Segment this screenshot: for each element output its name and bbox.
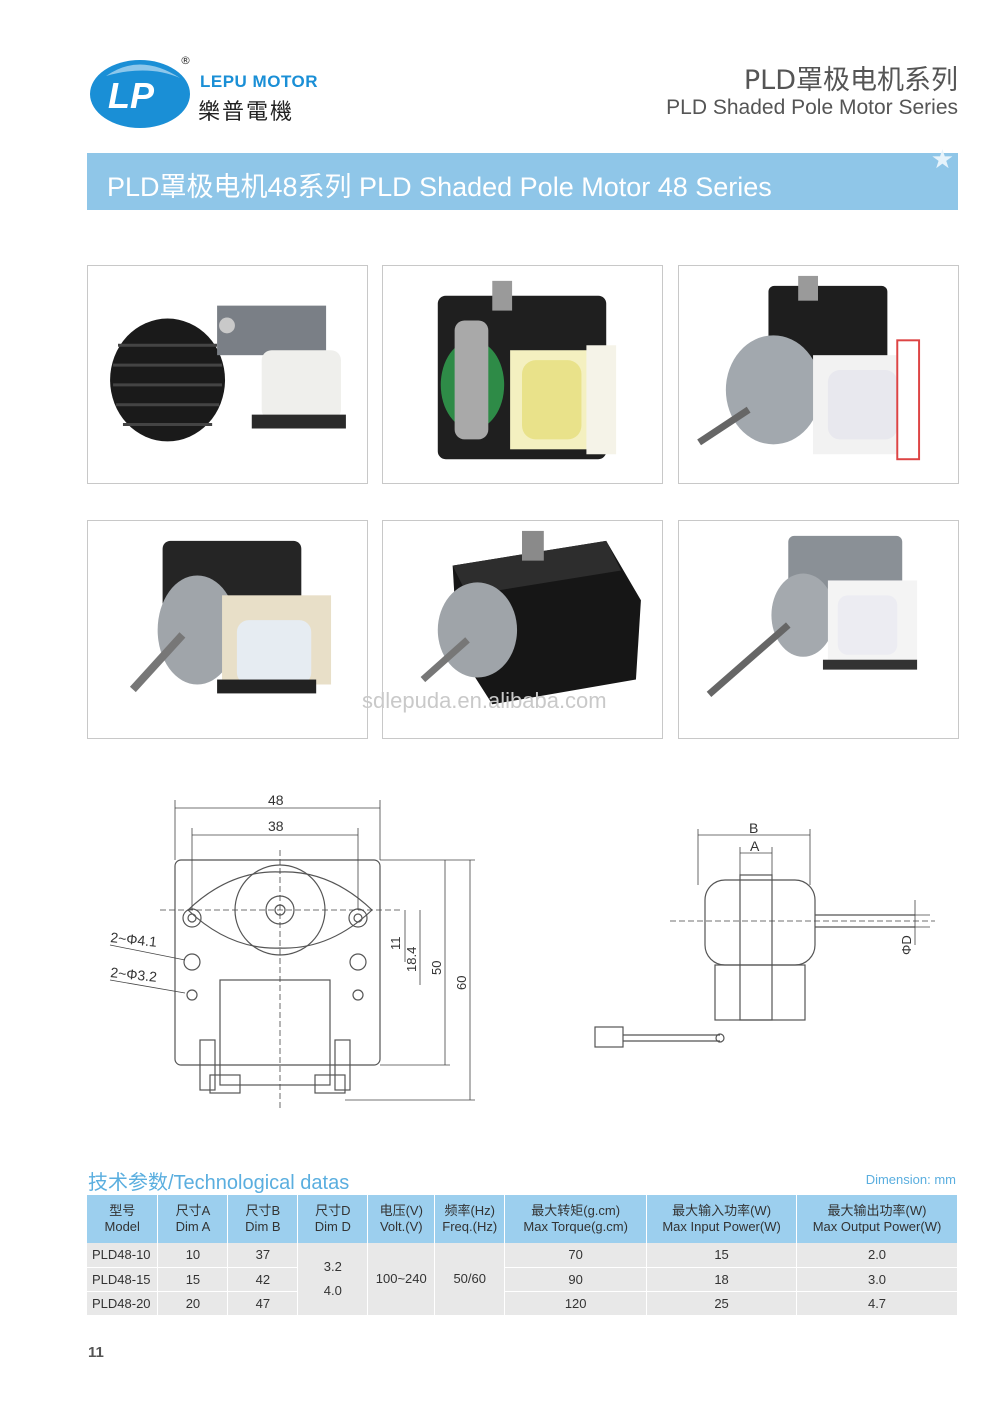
cell-dim-b: 47 (227, 1291, 299, 1316)
product-photo-6 (678, 520, 959, 739)
cell-model: PLD48-15 (87, 1267, 159, 1292)
table-row: PLD48-15 15 42 90 18 3.0 (87, 1267, 958, 1292)
cell-torque: 120 (504, 1291, 648, 1316)
cell-input-power: 15 (646, 1243, 798, 1268)
cell-output-power: 2.0 (796, 1243, 958, 1268)
cell-input-power: 18 (646, 1267, 798, 1292)
watermark-text: sdlepuda.en.alibaba.com (362, 688, 607, 713)
cell-model: PLD48-10 (87, 1243, 159, 1268)
series-title-chinese: PLD罩极电机系列 (743, 65, 958, 96)
table-title: 技术参数/Technological datas (88, 1172, 350, 1194)
header-input-power: 最大输入功率(W)Max Input Power(W) (646, 1195, 798, 1243)
dim-50-label: 50 (429, 961, 444, 975)
hole-41-label: 2~Φ4.1 (110, 929, 158, 950)
motor-enclosed-black-case-photo (420, 530, 641, 705)
motor-grey-housing-white-coil-photo (697, 275, 921, 461)
dim-a-label: A (750, 838, 760, 854)
cell-dim-a: 10 (157, 1243, 229, 1268)
product-photo-5 (382, 520, 663, 739)
series-title-english: PLD Shaded Pole Motor Series (666, 96, 958, 119)
motor-black-frame-yellow-coil-photo (437, 280, 617, 460)
cell-dim-a: 15 (157, 1267, 229, 1292)
dim-48-label: 48 (268, 792, 284, 808)
dim-38-label: 38 (268, 818, 284, 834)
table-unit: Dimension: mm (865, 1172, 956, 1187)
cell-torque: 90 (504, 1267, 648, 1292)
hole-32-label: 2~Φ3.2 (110, 964, 158, 985)
cell-torque: 70 (504, 1243, 648, 1268)
dim-11-label: 11 (388, 937, 403, 951)
cell-output-power: 3.0 (796, 1267, 958, 1292)
motor-long-shaft-beige-coil-photo (129, 540, 332, 694)
cell-input-power: 25 (646, 1291, 798, 1316)
company-logo: LP ® LEPU MOTOR 樂普電機 (88, 48, 328, 138)
header-output-power: 最大输出功率(W)Max Output Power(W) (796, 1195, 958, 1243)
star-icon: ★ (930, 145, 954, 175)
dim-60-label: 60 (454, 976, 469, 990)
cell-model: PLD48-20 (87, 1291, 159, 1316)
lp-logo-icon: LP (90, 60, 190, 128)
side-view-drawing: B A ΦD (594, 820, 935, 1048)
logo-english-name: LEPU MOTOR (200, 72, 319, 91)
logo-chinese-name: 樂普電機 (198, 100, 295, 125)
product-photo-4 (87, 520, 368, 739)
registered-mark: ® (180, 54, 191, 67)
cell-dim-b: 42 (227, 1267, 299, 1292)
product-photo-3 (678, 265, 959, 484)
product-photo-2 (382, 265, 663, 484)
cell-dim-b: 37 (227, 1243, 299, 1268)
header-torque: 最大转矩(g.cm)Max Torque(g.cm) (504, 1195, 648, 1243)
header-voltage: 电压(V)Volt.(V) (367, 1195, 436, 1243)
cell-output-power: 4.7 (796, 1291, 958, 1316)
svg-text:LP: LP (108, 75, 155, 116)
cell-dim-a: 20 (157, 1291, 229, 1316)
page-number: 11 (88, 1344, 104, 1361)
motor-grey-frame-long-shaft-photo (706, 535, 918, 698)
dim-18-4-label: 18.4 (404, 947, 419, 972)
banner-title: PLD罩极电机48系列 PLD Shaded Pole Motor 48 Ser… (107, 172, 772, 202)
header-frequency: 频率(Hz)Freq.(Hz) (434, 1195, 506, 1243)
front-view-drawing: 48 38 2~Φ4.1 2~Φ3.2 11 18.4 50 60 (110, 792, 475, 1110)
motor-with-black-fan-photo (110, 305, 346, 442)
section-banner: PLD罩极电机48系列 PLD Shaded Pole Motor 48 Ser… (87, 145, 958, 210)
table-row: PLD48-20 20 47 120 25 4.7 (87, 1291, 958, 1316)
product-photo-1 (87, 265, 368, 484)
cell-voltage: 100~240 (367, 1243, 436, 1316)
cell-frequency: 50/60 (434, 1243, 506, 1316)
dim-b-label: B (749, 820, 758, 836)
dim-d-label: ΦD (899, 935, 914, 955)
